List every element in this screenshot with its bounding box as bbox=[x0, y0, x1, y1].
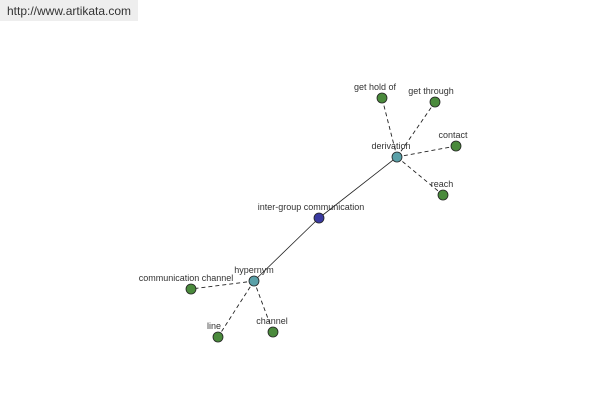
node-reach[interactable] bbox=[437, 189, 449, 201]
node-line[interactable] bbox=[212, 331, 224, 343]
label-channel: channel bbox=[256, 316, 288, 326]
label-contact: contact bbox=[438, 130, 468, 140]
node-center[interactable] bbox=[313, 212, 325, 224]
edge-center-to-derivation bbox=[318, 156, 398, 219]
labels-layer: inter-group communication derivation hyper… bbox=[139, 82, 468, 331]
edge-hypernym-to-channel bbox=[253, 280, 274, 333]
edge-center-to-hypernym bbox=[253, 217, 320, 282]
label-communication-channel: communication channel bbox=[139, 273, 234, 283]
site-url-link[interactable]: http://www.artikata.com bbox=[7, 4, 132, 18]
label-get-through: get through bbox=[408, 86, 454, 96]
label-reach: reach bbox=[431, 179, 454, 189]
label-center: inter-group communication bbox=[258, 202, 365, 212]
node-channel[interactable] bbox=[267, 326, 279, 338]
label-line: line bbox=[207, 321, 221, 331]
edge-hypernym-to-communication-channel bbox=[190, 280, 255, 290]
node-contact[interactable] bbox=[450, 140, 462, 152]
url-banner: http://www.artikata.com bbox=[0, 0, 138, 21]
edge-derivation-to-reach bbox=[396, 156, 444, 196]
node-communication-channel[interactable] bbox=[185, 283, 197, 295]
node-get-through[interactable] bbox=[429, 96, 441, 108]
label-hypernym: hypernym bbox=[234, 265, 274, 275]
node-derivation[interactable] bbox=[391, 151, 403, 163]
edge-derivation-to-get-hold-of bbox=[381, 97, 398, 158]
edge-derivation-to-contact bbox=[396, 145, 457, 158]
edges-layer bbox=[190, 97, 457, 338]
nodes-layer bbox=[185, 92, 462, 343]
edge-hypernym-to-line bbox=[217, 280, 255, 338]
label-derivation: derivation bbox=[371, 141, 410, 151]
label-get-hold-of: get hold of bbox=[354, 82, 397, 92]
node-hypernym[interactable] bbox=[248, 275, 260, 287]
node-get-hold-of[interactable] bbox=[376, 92, 388, 104]
